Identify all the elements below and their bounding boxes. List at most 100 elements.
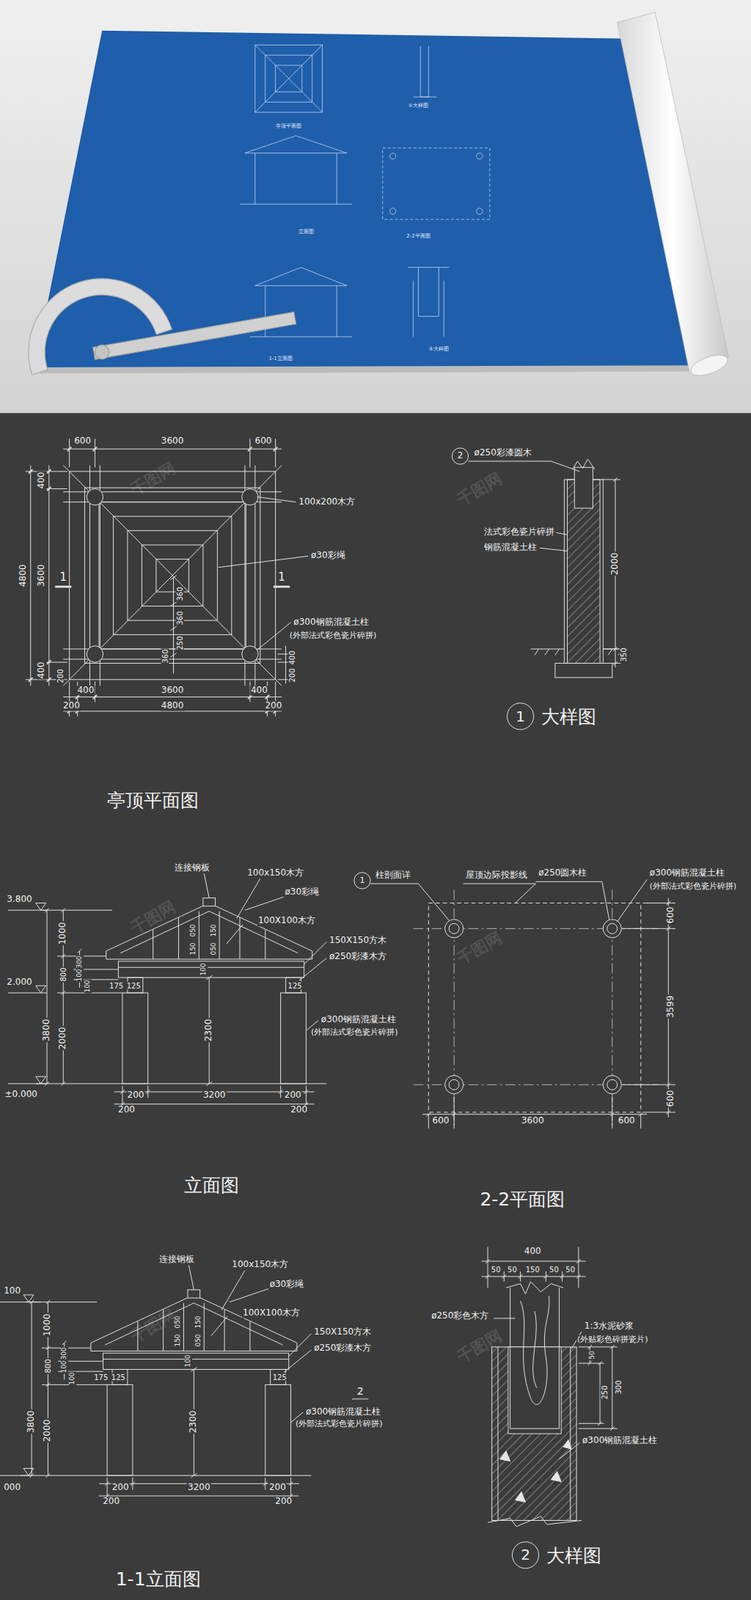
callout-number: 2 <box>356 1386 365 1398</box>
view-title: 2-2平面图 <box>478 1189 566 1211</box>
dimension-text: 200 <box>111 1482 130 1493</box>
annotation-label: 100X100木方 <box>257 916 317 927</box>
mockup-ground <box>0 0 751 414</box>
dimension-text: 000 <box>2 1482 22 1493</box>
dimension-text: 50 <box>506 1265 518 1274</box>
dimension-text: 250 <box>599 1385 608 1401</box>
annotation-label: (外贴彩色碎拼瓷片) <box>576 1335 650 1345</box>
dimension-text: 100 <box>84 979 92 994</box>
dimension-text: 1000 <box>43 1313 53 1338</box>
dimension-text: 200 <box>268 1482 287 1493</box>
dimension-text: 4800 <box>18 563 28 588</box>
view-title: 亭顶平面图 <box>106 790 200 812</box>
annotation-label: (外部法式彩色瓷片碎拼) <box>294 1419 384 1429</box>
dimension-text: 175 <box>108 982 124 991</box>
dimension-text: 200 <box>126 1091 146 1101</box>
dimension-text: 100 <box>60 1360 69 1375</box>
dimension-text: 50 <box>490 1265 502 1274</box>
dimension-text: 100 <box>184 1353 193 1368</box>
dimension-text: ±0.000 <box>4 1089 39 1100</box>
dimension-text: 360 <box>175 610 184 627</box>
annotation-label: (外部法式彩色瓷片碎拼) <box>649 882 738 892</box>
dimension-text: 150 <box>525 1265 541 1274</box>
annotation-label: ø300钢筋混凝土柱 <box>305 1407 382 1417</box>
dimension-text: 050 <box>189 923 198 938</box>
annotation-label: ø300钢筋混凝土柱 <box>292 617 369 628</box>
dimension-text: 300 <box>614 1380 623 1396</box>
dimension-text: 3200 <box>187 1482 212 1493</box>
callout-number: 1 <box>277 571 287 584</box>
dimension-text: 400 <box>523 1247 542 1258</box>
annotation-label: 屋顶边际投影线 <box>464 870 529 881</box>
annotation-label: (外部法式彩色瓷片碎拼) <box>288 631 378 641</box>
protractor <box>9 222 298 408</box>
detail-1-drawing <box>451 448 628 730</box>
annotation-label: ø30彩绳 <box>310 551 347 562</box>
blueprint-sheet <box>34 30 705 368</box>
dimension-text: 2000 <box>610 552 620 577</box>
dimension-text: 50 <box>588 1350 597 1360</box>
blueprint-title: 亭顶平面图 <box>275 123 303 130</box>
dimension-text: 400 <box>250 685 269 696</box>
annotation-label: 连接钢板 <box>158 1255 196 1266</box>
dimension-text: 200 <box>283 1091 303 1101</box>
dimension-text: 3599 <box>666 995 677 1020</box>
callout-number: 1 <box>58 571 68 584</box>
watermark: 千图网 <box>453 469 506 510</box>
dimension-text: 300 <box>76 954 84 969</box>
callout-number: 2 <box>519 1546 531 1563</box>
dimension-text: 2.000 <box>5 977 33 988</box>
dimension-text: 600 <box>254 437 273 447</box>
dimension-text: 200 <box>117 1105 136 1115</box>
annotation-label: 1:3水泥砂浆 <box>583 1321 635 1332</box>
dimension-text: 600 <box>73 437 92 447</box>
dimension-text: 150 <box>195 1315 203 1330</box>
dimension-text: 3.800 <box>5 895 33 906</box>
detail-2-drawing <box>481 1247 618 1569</box>
dimension-text: 200 <box>289 1105 309 1115</box>
dimension-text: 150 <box>175 1334 183 1348</box>
annotation-label: ø30彩绳 <box>284 888 321 898</box>
annotation-label: 100x200木方 <box>297 497 356 507</box>
level-marks <box>0 903 47 1477</box>
plan-2-2 <box>354 872 676 1129</box>
dimension-text: 600 <box>431 1116 451 1126</box>
dimension-text: 400 <box>76 685 95 696</box>
dimension-text: 200 <box>287 667 296 683</box>
watermark: 千图网 <box>126 459 179 500</box>
watermark: 千图网 <box>453 1326 506 1368</box>
view-title: 大样图 <box>545 1546 603 1567</box>
annotation-label: ø300钢筋混凝土柱 <box>649 868 726 878</box>
blueprint-title: 2-2平面图 <box>405 233 431 240</box>
dimension-text: 200 <box>264 701 283 711</box>
elevation-drawing <box>35 873 328 1113</box>
dimension-text: 125 <box>110 1373 127 1382</box>
annotation-label: 150X150方木 <box>313 1327 372 1337</box>
annotation-label: ø300钢筋混凝土柱 <box>320 1015 397 1026</box>
dimension-text: 300 <box>60 1347 69 1362</box>
dimension-text: 400 <box>36 471 47 490</box>
callout-underline <box>352 1398 369 1400</box>
dimension-text: 250 <box>175 635 184 651</box>
dimension-text: 150 <box>210 923 218 938</box>
dimension-text: 50 <box>548 1265 560 1274</box>
dimension-text: 800 <box>59 966 68 983</box>
dimension-text: 175 <box>93 1373 109 1382</box>
dimension-text: 2300 <box>189 1410 199 1435</box>
dimension-text: 200 <box>62 701 81 711</box>
annotation-label: 法式彩色瓷片碎拼 <box>483 528 556 538</box>
dimension-text: 200 <box>274 1496 293 1507</box>
annotation-label: ø250彩漆木方 <box>313 1344 372 1354</box>
dimension-text: 100 <box>68 1371 77 1386</box>
dimension-text: 125 <box>126 982 142 991</box>
dimension-text: 1000 <box>58 921 69 947</box>
dimension-text: 350 <box>619 647 628 663</box>
paper-roll <box>617 12 729 375</box>
blueprint-miniature <box>239 44 490 337</box>
dimension-text: 100 <box>76 968 84 983</box>
dimension-text: 400 <box>36 661 47 680</box>
dimension-text: 360 <box>161 648 170 664</box>
dimension-text: 600 <box>617 1116 636 1126</box>
watermark: 千图网 <box>126 898 179 939</box>
